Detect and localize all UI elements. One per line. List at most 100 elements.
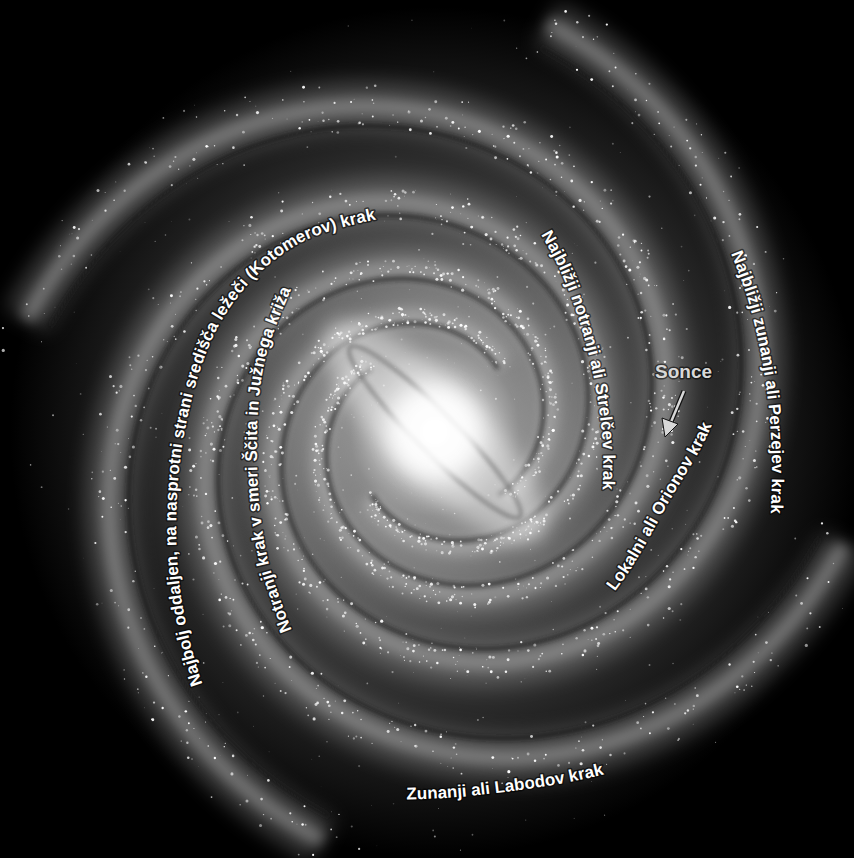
star (329, 428, 331, 430)
star (359, 364, 361, 366)
star (341, 536, 344, 539)
star (405, 633, 407, 635)
star (96, 603, 99, 606)
star (436, 537, 438, 539)
star (576, 69, 578, 71)
star (376, 845, 378, 847)
star (459, 324, 462, 327)
star (517, 237, 520, 240)
star (374, 328, 376, 330)
star (596, 468, 598, 470)
star (554, 164, 556, 166)
star (609, 754, 611, 756)
star (262, 410, 264, 412)
star (205, 145, 208, 148)
star (323, 478, 325, 480)
star (339, 537, 341, 539)
star (411, 268, 412, 269)
star (211, 796, 213, 798)
star (467, 198, 468, 199)
star (250, 234, 251, 235)
star (727, 517, 729, 519)
star (272, 235, 274, 237)
star (537, 51, 539, 53)
star (542, 384, 543, 385)
star (645, 703, 647, 705)
star (474, 551, 476, 553)
star (739, 213, 742, 216)
star (462, 205, 464, 207)
star (404, 660, 405, 661)
star (441, 219, 442, 220)
star (294, 289, 296, 291)
star (322, 445, 324, 447)
star (54, 306, 56, 308)
star (445, 117, 448, 120)
star (311, 352, 313, 354)
star (672, 610, 674, 612)
star (418, 249, 420, 251)
star (612, 85, 614, 87)
star (403, 195, 405, 197)
star (153, 701, 155, 703)
star (127, 627, 129, 629)
star (502, 138, 504, 140)
star (368, 313, 370, 315)
star (492, 656, 495, 659)
star (633, 243, 635, 245)
star (480, 539, 483, 542)
star (119, 390, 120, 391)
star (595, 638, 597, 640)
star (287, 382, 289, 384)
star (339, 512, 340, 513)
star (369, 504, 371, 506)
star (456, 660, 458, 662)
star (724, 517, 726, 519)
star (241, 379, 244, 382)
star (420, 533, 421, 534)
star (665, 698, 666, 699)
star (428, 535, 430, 537)
star (144, 707, 146, 709)
star (640, 461, 641, 462)
star (447, 326, 450, 329)
galactic-disc (10, 7, 854, 857)
star (462, 596, 464, 598)
star (533, 458, 535, 460)
star (397, 324, 399, 326)
star (389, 524, 392, 527)
star (618, 236, 621, 239)
star (535, 264, 538, 267)
star (608, 518, 611, 521)
star (282, 233, 283, 234)
star (538, 658, 540, 660)
star (742, 430, 745, 433)
star (395, 528, 398, 531)
star (381, 317, 384, 320)
star (338, 385, 340, 387)
star (28, 315, 29, 316)
star (516, 226, 518, 228)
star (672, 528, 674, 530)
star (526, 596, 528, 598)
star (353, 535, 355, 537)
star (689, 191, 692, 194)
star (296, 287, 297, 288)
star (670, 145, 672, 147)
star (378, 317, 380, 319)
star (317, 484, 320, 487)
star (490, 550, 492, 552)
star (503, 360, 506, 363)
star (327, 520, 329, 522)
star (657, 111, 659, 113)
star (327, 468, 330, 471)
star (280, 209, 283, 212)
star (198, 544, 200, 546)
star (502, 587, 504, 589)
star (414, 524, 416, 526)
star (196, 495, 198, 497)
star (649, 732, 651, 734)
star (483, 282, 485, 284)
star (461, 773, 463, 775)
dust-lane (218, 279, 819, 739)
